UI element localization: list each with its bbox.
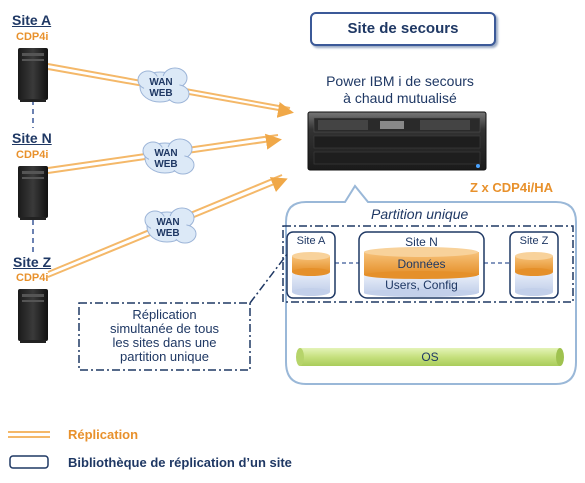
wan-cloud-icon <box>142 138 195 175</box>
os-cylinder <box>296 348 564 366</box>
library-label-site-a: Site A <box>296 235 326 247</box>
library-label-site-n: Site N <box>405 235 438 249</box>
backup-site-title: Site de secours <box>310 12 496 46</box>
legend-replication-symbol <box>8 431 50 438</box>
wan-cloud-icon <box>137 67 190 104</box>
site-n-software: CDP4i <box>16 149 49 161</box>
legend-replication-label: Réplication <box>68 427 139 442</box>
server-tower-site-n <box>18 166 48 220</box>
wan-cloud-icon <box>144 207 197 244</box>
site-n-label: Site N <box>12 130 52 146</box>
site-z-label: Site Z <box>13 254 52 270</box>
library-cylinder-site-a <box>292 252 330 296</box>
replication-note-pointer <box>249 252 289 304</box>
legend-library-label: Bibliothèque de réplication d’un site <box>68 455 292 470</box>
cdp-ha-label: Z x CDP4i/HA <box>470 180 554 195</box>
power-server-label: Power IBM i de secours à chaud mutualisé <box>326 73 474 106</box>
site-a-software: CDP4i <box>16 31 49 43</box>
site-a-label: Site A <box>12 12 52 28</box>
site-z-software: CDP4i <box>16 272 49 284</box>
server-tower-site-a <box>18 48 48 102</box>
replication-note-box <box>78 302 251 371</box>
library-label-site-z: Site Z <box>519 235 549 247</box>
legend-library-symbol <box>9 455 49 469</box>
os-label: OS <box>421 350 439 364</box>
server-tower-site-z <box>18 289 48 343</box>
library-cylinder-site-z <box>515 252 553 296</box>
library-cylinder-site-n <box>364 247 479 297</box>
replication-note-text: Réplication simultanée de tous les sites… <box>109 307 220 364</box>
power-server-icon <box>307 111 487 171</box>
partition-frame <box>282 225 574 303</box>
partition-title: Partition unique <box>371 206 469 222</box>
users-config-label: Users, Config <box>385 278 458 292</box>
data-label: Données <box>397 257 446 271</box>
